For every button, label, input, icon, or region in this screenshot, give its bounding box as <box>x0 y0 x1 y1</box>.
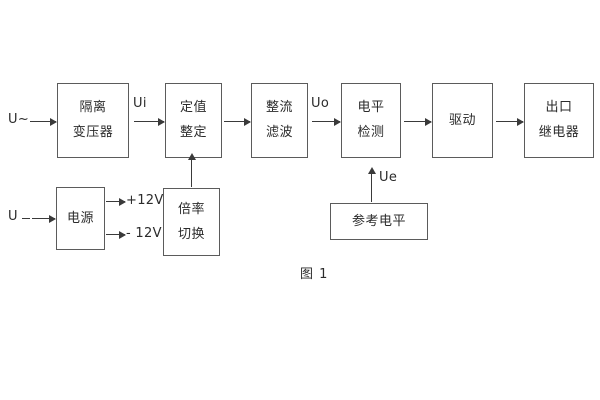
block-setting-value-line: 整定 <box>179 125 207 140</box>
block-output-relay-line: 继电器 <box>538 125 580 140</box>
block-multiplier-switch-line: 切换 <box>177 226 205 242</box>
block-rectify-filter-line: 滤波 <box>265 125 293 140</box>
block-isolation-transformer: 隔离变压器 <box>57 83 129 158</box>
label-dc-input: U <box>8 209 18 224</box>
label-signal-uo: Uo <box>311 96 330 111</box>
arrow-setting-value-to-rectify-filter <box>224 118 251 126</box>
block-isolation-transformer-line: 隔离 <box>79 100 107 116</box>
block-output-relay-line: 出口 <box>545 100 573 116</box>
block-output-relay: 出口继电器 <box>524 83 594 158</box>
arrow-level-detection-to-drive <box>404 118 432 126</box>
block-level-detection-line: 检测 <box>357 125 385 140</box>
label-ac-input: U~ <box>8 112 30 127</box>
block-rectify-filter-line: 整流 <box>265 100 293 116</box>
block-setting-value-line: 定值 <box>179 100 207 116</box>
arrow-power-supply-negative-rail <box>106 231 126 239</box>
block-reference-level-line: 参考电平 <box>351 213 406 229</box>
block-rectify-filter: 整流滤波 <box>251 83 308 158</box>
block-power-supply: 电源 <box>56 187 105 250</box>
block-level-detection-line: 电平 <box>357 100 385 116</box>
arrow-drive-to-output-relay <box>496 118 524 126</box>
block-level-detection: 电平检测 <box>341 83 401 158</box>
arrow-power-supply-positive-rail <box>106 198 126 206</box>
figure-caption: 图 1 <box>300 267 329 282</box>
block-multiplier-switch-line: 倍率 <box>177 201 205 217</box>
arrow-multiplier-switch-to-setting-value <box>188 153 196 187</box>
arrow-reference-level-to-level-detection <box>368 167 376 202</box>
dc-input-lead-segment <box>22 218 30 219</box>
block-drive: 驱动 <box>432 83 493 158</box>
block-isolation-transformer-line: 变压器 <box>72 125 114 140</box>
block-setting-value: 定值整定 <box>165 83 222 158</box>
arrow-ac-input-to-isolation-transformer <box>30 118 57 126</box>
label-rail-positive: +12V <box>126 193 164 208</box>
block-power-supply-line: 电源 <box>66 210 94 226</box>
arrow-dc-input-to-power-supply <box>32 215 56 223</box>
block-drive-line: 驱动 <box>448 112 476 128</box>
label-signal-ue: Ue <box>379 170 398 185</box>
label-signal-ui: Ui <box>133 96 147 111</box>
arrow-isolation-transformer-to-setting-value <box>134 118 165 126</box>
block-multiplier-switch: 倍率切换 <box>163 188 220 256</box>
label-rail-negative: - 12V <box>126 226 162 241</box>
block-reference-level: 参考电平 <box>330 203 428 240</box>
arrow-rectify-filter-to-level-detection <box>312 118 341 126</box>
